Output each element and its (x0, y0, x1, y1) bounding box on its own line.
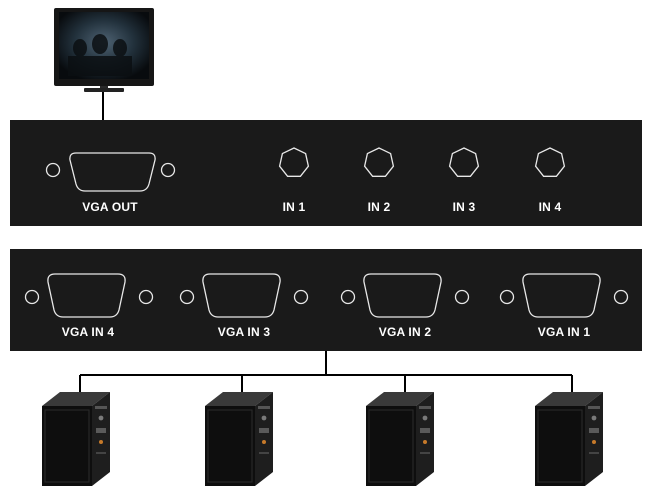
computer-tower-icon (205, 392, 273, 486)
in2-port (363, 147, 395, 177)
in2-label: IN 2 (367, 200, 391, 214)
in3-label: IN 3 (452, 200, 476, 214)
in1-port (278, 147, 310, 177)
computer-tower-icon (42, 392, 110, 486)
vga-in1-port (499, 273, 629, 318)
vga-in3-label: VGA IN 3 (217, 325, 271, 339)
computer-tower-icon (535, 392, 603, 486)
top-panel-ports (45, 147, 566, 192)
computer-tower-icon (366, 392, 434, 486)
vga-in2-label: VGA IN 2 (378, 325, 432, 339)
bottom-panel-ports (24, 273, 629, 318)
switch-top-panel: VGA OUT IN 1 IN 2 IN 3 IN 4 (10, 120, 642, 226)
monitor-icon (54, 8, 154, 92)
in4-label: IN 4 (538, 200, 562, 214)
in1-label: IN 1 (282, 200, 306, 214)
vga-in1-label: VGA IN 1 (537, 325, 591, 339)
vga-out-screw-right (160, 162, 176, 178)
in4-port (534, 147, 566, 177)
vga-out-label: VGA OUT (82, 200, 138, 214)
vga-in2-port (340, 273, 470, 318)
switch-bottom-panel: VGA IN 4 VGA IN 3 VGA IN 2 VGA IN 1 (10, 249, 642, 351)
vga-in4-label: VGA IN 4 (61, 325, 115, 339)
vga-out-port (69, 152, 156, 192)
vga-out-screw-left (45, 162, 61, 178)
vga-in3-port (179, 273, 309, 318)
in3-port (448, 147, 480, 177)
vga-in4-port (24, 273, 154, 318)
